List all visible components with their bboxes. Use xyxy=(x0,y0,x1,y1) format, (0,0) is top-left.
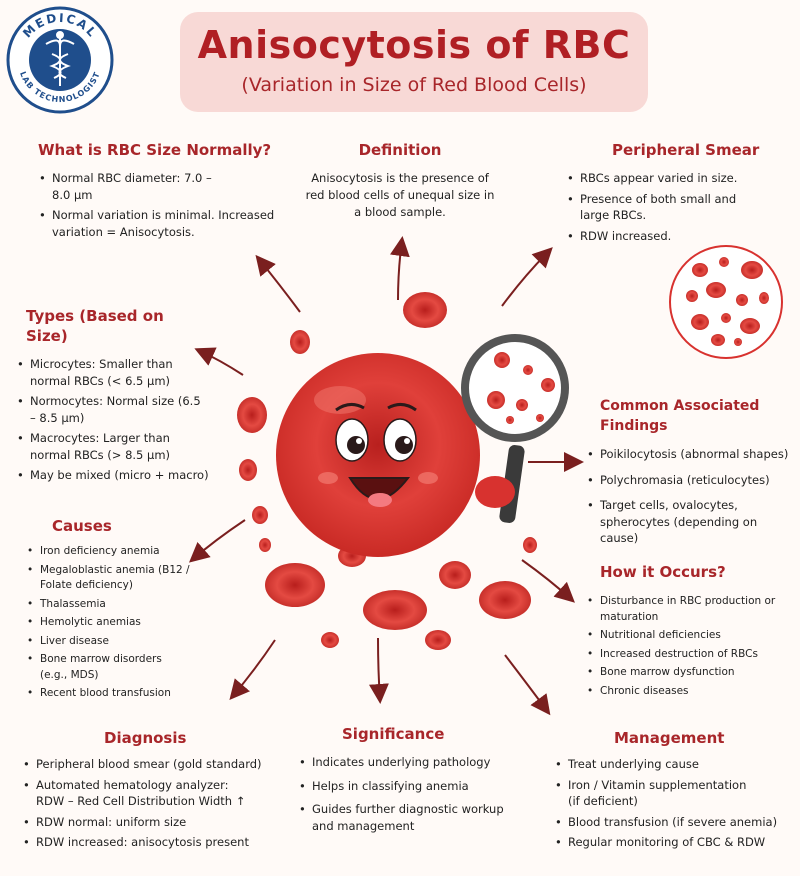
connector-arrows xyxy=(188,236,584,716)
section-definition: Definition Anisocytosis is the presence … xyxy=(305,140,495,221)
list-item: Megaloblastic anemia (B12 / Folate defic… xyxy=(26,563,206,594)
list-item: Indicates underlying pathology xyxy=(298,754,508,771)
list-item: Polychromasia (reticulocytes) xyxy=(586,472,796,489)
logo: MEDICAL LAB TECHNOLOGIST xyxy=(6,6,114,114)
page-title: Anisocytosis of RBC xyxy=(197,23,631,67)
list-item: Normal variation is minimal. Increased v… xyxy=(38,207,278,240)
section-title: What is RBC Size Normally? xyxy=(38,141,272,159)
list-item: Iron deficiency anemia xyxy=(26,544,206,560)
list-item: Presence of both small and large RBCs. xyxy=(566,191,766,224)
section-types: Types (Based on Size) Microcytes: Smalle… xyxy=(16,306,209,488)
section-title: Common Associated Findings xyxy=(600,398,760,434)
list-item: Chronic diseases xyxy=(586,684,786,700)
list-item: May be mixed (micro + macro) xyxy=(16,467,236,484)
list-item: Peripheral blood smear (gold standard) xyxy=(22,756,282,773)
list-item: Automated hematology analyzer: RDW – Red… xyxy=(22,777,252,810)
list-item: Poikilocytosis (abnormal shapes) xyxy=(586,446,796,463)
list-item: Normocytes: Normal size (6.5 – 8.5 μm) xyxy=(16,393,206,426)
list-item: Regular monitoring of CBC & RDW xyxy=(554,834,794,851)
section-title: How it Occurs? xyxy=(600,563,726,581)
list-item: Recent blood transfusion xyxy=(26,686,206,702)
section-title: Diagnosis xyxy=(104,729,187,747)
list-item: Nutritional deficiencies xyxy=(586,628,786,644)
section-title: Peripheral Smear xyxy=(612,141,760,159)
section-diagnosis: Diagnosis Peripheral blood smear (gold s… xyxy=(22,728,282,855)
caduceus-icon xyxy=(45,31,75,86)
list-item: Target cells, ovalocytes, spherocytes (d… xyxy=(586,497,796,547)
section-title: Types (Based on Size) xyxy=(26,307,164,345)
list-item: Microcytes: Smaller than normal RBCs (< … xyxy=(16,356,206,389)
list-item: RDW increased: anisocytosis present xyxy=(22,834,282,851)
section-associated-findings: Common Associated Findings Poikilocytosi… xyxy=(586,396,796,551)
list-item: Bone marrow disorders (e.g., MDS) xyxy=(26,652,166,683)
rbc-character xyxy=(276,353,480,557)
medical-lab-technologist-logo: MEDICAL LAB TECHNOLOGIST xyxy=(6,6,114,114)
list-item: Blood transfusion (if severe anemia) xyxy=(554,814,794,831)
small-rbc-cells xyxy=(237,292,537,650)
list-item: Normal RBC diameter: 7.0 – 8.0 μm xyxy=(38,170,228,203)
peripheral-smear-illustration xyxy=(669,245,783,359)
list-item: Disturbance in RBC production or maturat… xyxy=(586,594,786,625)
list-item: Increased destruction of RBCs xyxy=(586,647,786,663)
list-item: RDW increased. xyxy=(566,228,766,245)
list-item: Treat underlying cause xyxy=(554,756,794,773)
definition-text: Anisocytosis is the presence of red bloo… xyxy=(305,171,495,219)
section-significance: Significance Indicates underlying pathol… xyxy=(298,724,508,838)
list-item: Hemolytic anemias xyxy=(26,615,206,631)
list-item: RBCs appear varied in size. xyxy=(566,170,766,187)
section-title: Causes xyxy=(52,517,112,535)
list-item: Macrocytes: Larger than normal RBCs (> 8… xyxy=(16,430,206,463)
section-normal-size: What is RBC Size Normally? Normal RBC di… xyxy=(38,140,278,244)
section-how-it-occurs: How it Occurs? Disturbance in RBC produc… xyxy=(586,562,786,702)
section-causes: Causes Iron deficiency anemia Megaloblas… xyxy=(26,516,206,705)
section-management: Management Treat underlying cause Iron /… xyxy=(554,728,794,855)
page-subtitle: (Variation in Size of Red Blood Cells) xyxy=(241,74,587,96)
section-peripheral-smear: Peripheral Smear RBCs appear varied in s… xyxy=(566,140,766,248)
list-item: Guides further diagnostic workup and man… xyxy=(298,801,508,834)
list-item: RDW normal: uniform size xyxy=(22,814,282,831)
magnifying-glass-icon xyxy=(461,334,569,523)
list-item: Helps in classifying anemia xyxy=(298,778,508,795)
section-title: Significance xyxy=(342,725,445,743)
list-item: Bone marrow dysfunction xyxy=(586,665,786,681)
title-banner: Anisocytosis of RBC (Variation in Size o… xyxy=(180,12,648,112)
list-item: Liver disease xyxy=(26,634,206,650)
list-item: Iron / Vitamin supplementation (if defic… xyxy=(554,777,754,810)
section-title: Definition xyxy=(358,141,442,159)
section-title: Management xyxy=(614,729,725,747)
list-item: Thalassemia xyxy=(26,597,206,613)
